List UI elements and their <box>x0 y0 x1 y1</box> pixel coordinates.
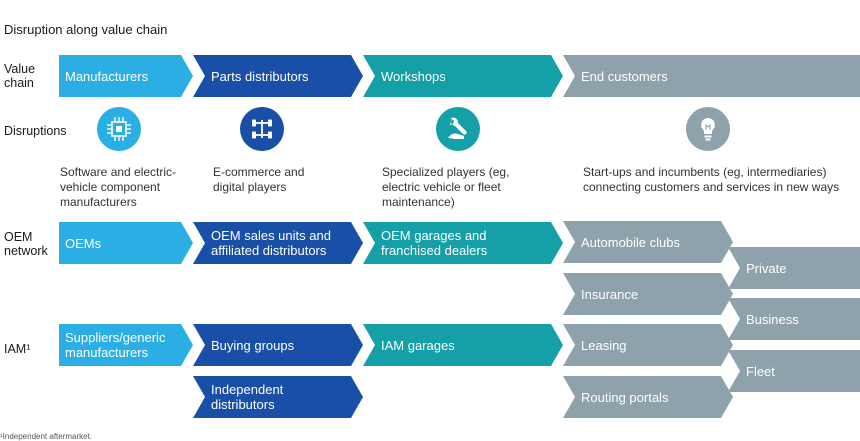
disruption-text-ecommerce: E-commerce and digital players <box>213 165 305 194</box>
disruption-text-components: Software and electric-vehicle component … <box>60 165 177 209</box>
chain-step-label: Manufacturers <box>65 68 149 84</box>
oem-step-label: OEM garages and franchised dealers <box>381 228 488 258</box>
row-label-value-chain: Value chain <box>4 62 36 90</box>
circuit-chip-icon <box>97 107 141 151</box>
iam-step-buying-groups: Buying groups <box>193 324 363 366</box>
oem-step-label: OEM sales units and affiliated distribut… <box>211 228 331 258</box>
disruption-text-startups: Start-ups and incumbents (eg, intermedia… <box>583 165 840 194</box>
customer-type-label: Business <box>746 311 799 327</box>
row-label-oem-network: OEM network <box>4 230 48 258</box>
chain-step-label: Parts distributors <box>211 68 309 84</box>
oem-step-label: OEMs <box>65 235 102 251</box>
oem-step-oems: OEMs <box>59 222 193 264</box>
chain-step-end-customers: End customers <box>563 55 860 97</box>
intermediary-label: Insurance <box>581 286 639 302</box>
oem-step-garages: OEM garages and franchised dealers <box>363 222 563 264</box>
customer-type-label: Private <box>746 260 787 276</box>
diagram-title: Disruption along value chain <box>4 22 168 37</box>
intermediary-label: Routing portals <box>581 389 669 405</box>
car-chassis-icon <box>240 107 284 151</box>
lightbulb-icon <box>686 107 730 151</box>
iam-step-label: IAM garages <box>381 337 455 353</box>
row-label-disruptions: Disruptions <box>4 124 67 138</box>
iam-step-independent-distributors: Independent distributors <box>193 376 363 418</box>
customer-type-fleet: Fleet <box>728 350 860 392</box>
row-label-iam: IAM¹ <box>4 342 31 356</box>
iam-step-label: Independent distributors <box>211 382 284 412</box>
footnote: ¹Independent aftermarket. <box>0 432 93 441</box>
iam-step-suppliers: Suppliers/generic manufacturers <box>59 324 193 366</box>
iam-step-label: Buying groups <box>211 337 295 353</box>
chain-step-label: End customers <box>581 68 668 84</box>
chain-step-parts-distributors: Parts distributors <box>193 55 363 97</box>
wrench-hand-icon <box>436 107 480 151</box>
chain-step-manufacturers: Manufacturers <box>59 55 193 97</box>
customer-type-private: Private <box>728 247 860 289</box>
iam-step-garages: IAM garages <box>363 324 563 366</box>
intermediary-label: Leasing <box>581 337 627 353</box>
iam-step-label: Suppliers/generic manufacturers <box>65 330 166 360</box>
intermediary-insurance: Insurance <box>563 273 733 315</box>
chain-step-workshops: Workshops <box>363 55 563 97</box>
intermediary-leasing: Leasing <box>563 324 733 366</box>
intermediary-automobile-clubs: Automobile clubs <box>563 221 733 263</box>
disruption-text-specialized: Specialized players (eg, electric vehicl… <box>382 165 510 209</box>
chain-step-label: Workshops <box>381 68 446 84</box>
customer-type-label: Fleet <box>746 363 775 379</box>
oem-step-sales-units: OEM sales units and affiliated distribut… <box>193 222 363 264</box>
intermediary-label: Automobile clubs <box>581 234 680 250</box>
customer-type-business: Business <box>728 298 860 340</box>
intermediary-routing-portals: Routing portals <box>563 376 733 418</box>
